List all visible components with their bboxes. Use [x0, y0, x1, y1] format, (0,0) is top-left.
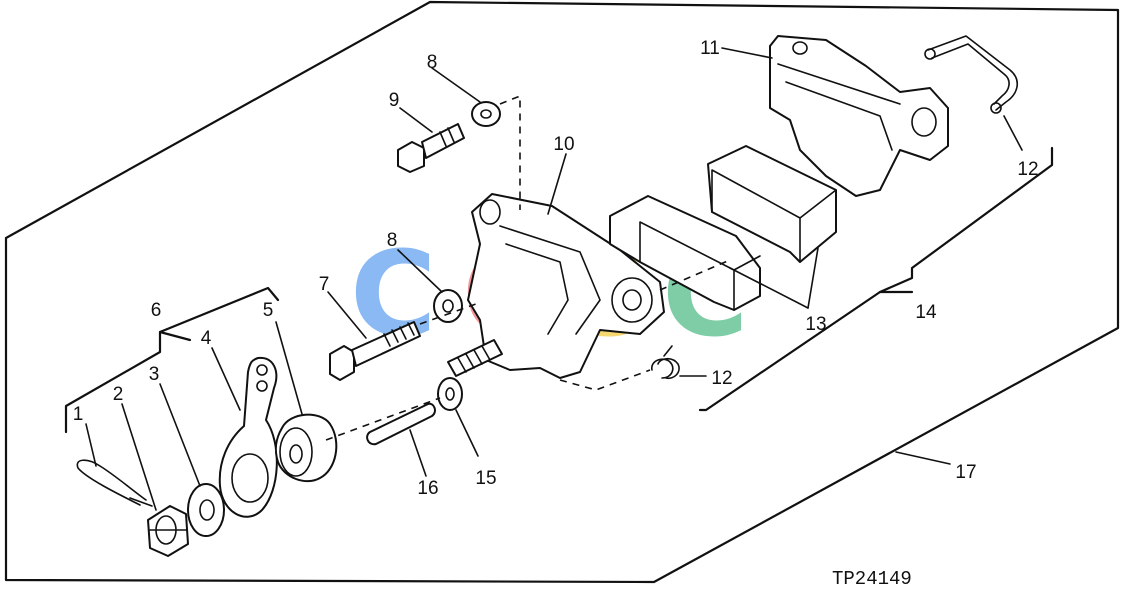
part-pin-bent: [924, 35, 1018, 114]
part-housing: [467, 193, 665, 379]
callout-11: 11: [700, 38, 720, 59]
part-cotter-pin: [76, 459, 153, 507]
callout-9: 9: [389, 90, 400, 111]
part-washer: [187, 483, 225, 537]
part-brake-pad-outer: [609, 195, 761, 311]
group-bracket-14: [698, 146, 1054, 412]
callout-16: 16: [417, 478, 438, 499]
part-roller: [274, 413, 338, 483]
callout-12-lower: 12: [711, 368, 732, 389]
callout-1: 1: [73, 404, 84, 425]
callout-8-upper: 8: [427, 52, 438, 73]
callout-12-upper: 12: [1017, 159, 1038, 180]
callout-17: 17: [955, 462, 976, 483]
part-castle-nut: [147, 505, 189, 557]
part-bolt-short: [397, 123, 465, 173]
part-caliper: [769, 35, 949, 197]
callout-8-middle: 8: [387, 230, 398, 251]
part-washer-lower: [437, 377, 463, 411]
assembly-lines: [325, 94, 731, 441]
part-lever-arm: [218, 356, 278, 518]
callout-5: 5: [263, 300, 274, 321]
figure-id: TP24149: [832, 568, 912, 590]
part-spring: [447, 339, 503, 377]
callout-4: 4: [201, 328, 212, 349]
callouts: 1 2 3 4 5 6 7 8 8 9 10 11 12 12 13 14 15…: [73, 38, 1039, 499]
group-bracket-6: [64, 286, 280, 434]
callout-15: 15: [475, 468, 496, 489]
part-pin-straight: [366, 402, 436, 446]
assembly-boundary: [4, 0, 1120, 584]
part-brake-pad-inner: [707, 145, 837, 263]
callout-3: 3: [149, 364, 160, 385]
part-washer-middle: [433, 289, 463, 323]
callout-10: 10: [553, 134, 574, 155]
callout-14: 14: [915, 302, 937, 323]
callout-2: 2: [113, 384, 124, 405]
callout-13: 13: [805, 314, 826, 335]
part-bolt-long: [329, 321, 421, 381]
part-small-spring: [651, 345, 680, 380]
callout-6: 6: [151, 300, 162, 321]
callout-7: 7: [319, 274, 330, 295]
leader-lines: [85, 47, 1023, 511]
part-washer-upper: [471, 101, 501, 127]
